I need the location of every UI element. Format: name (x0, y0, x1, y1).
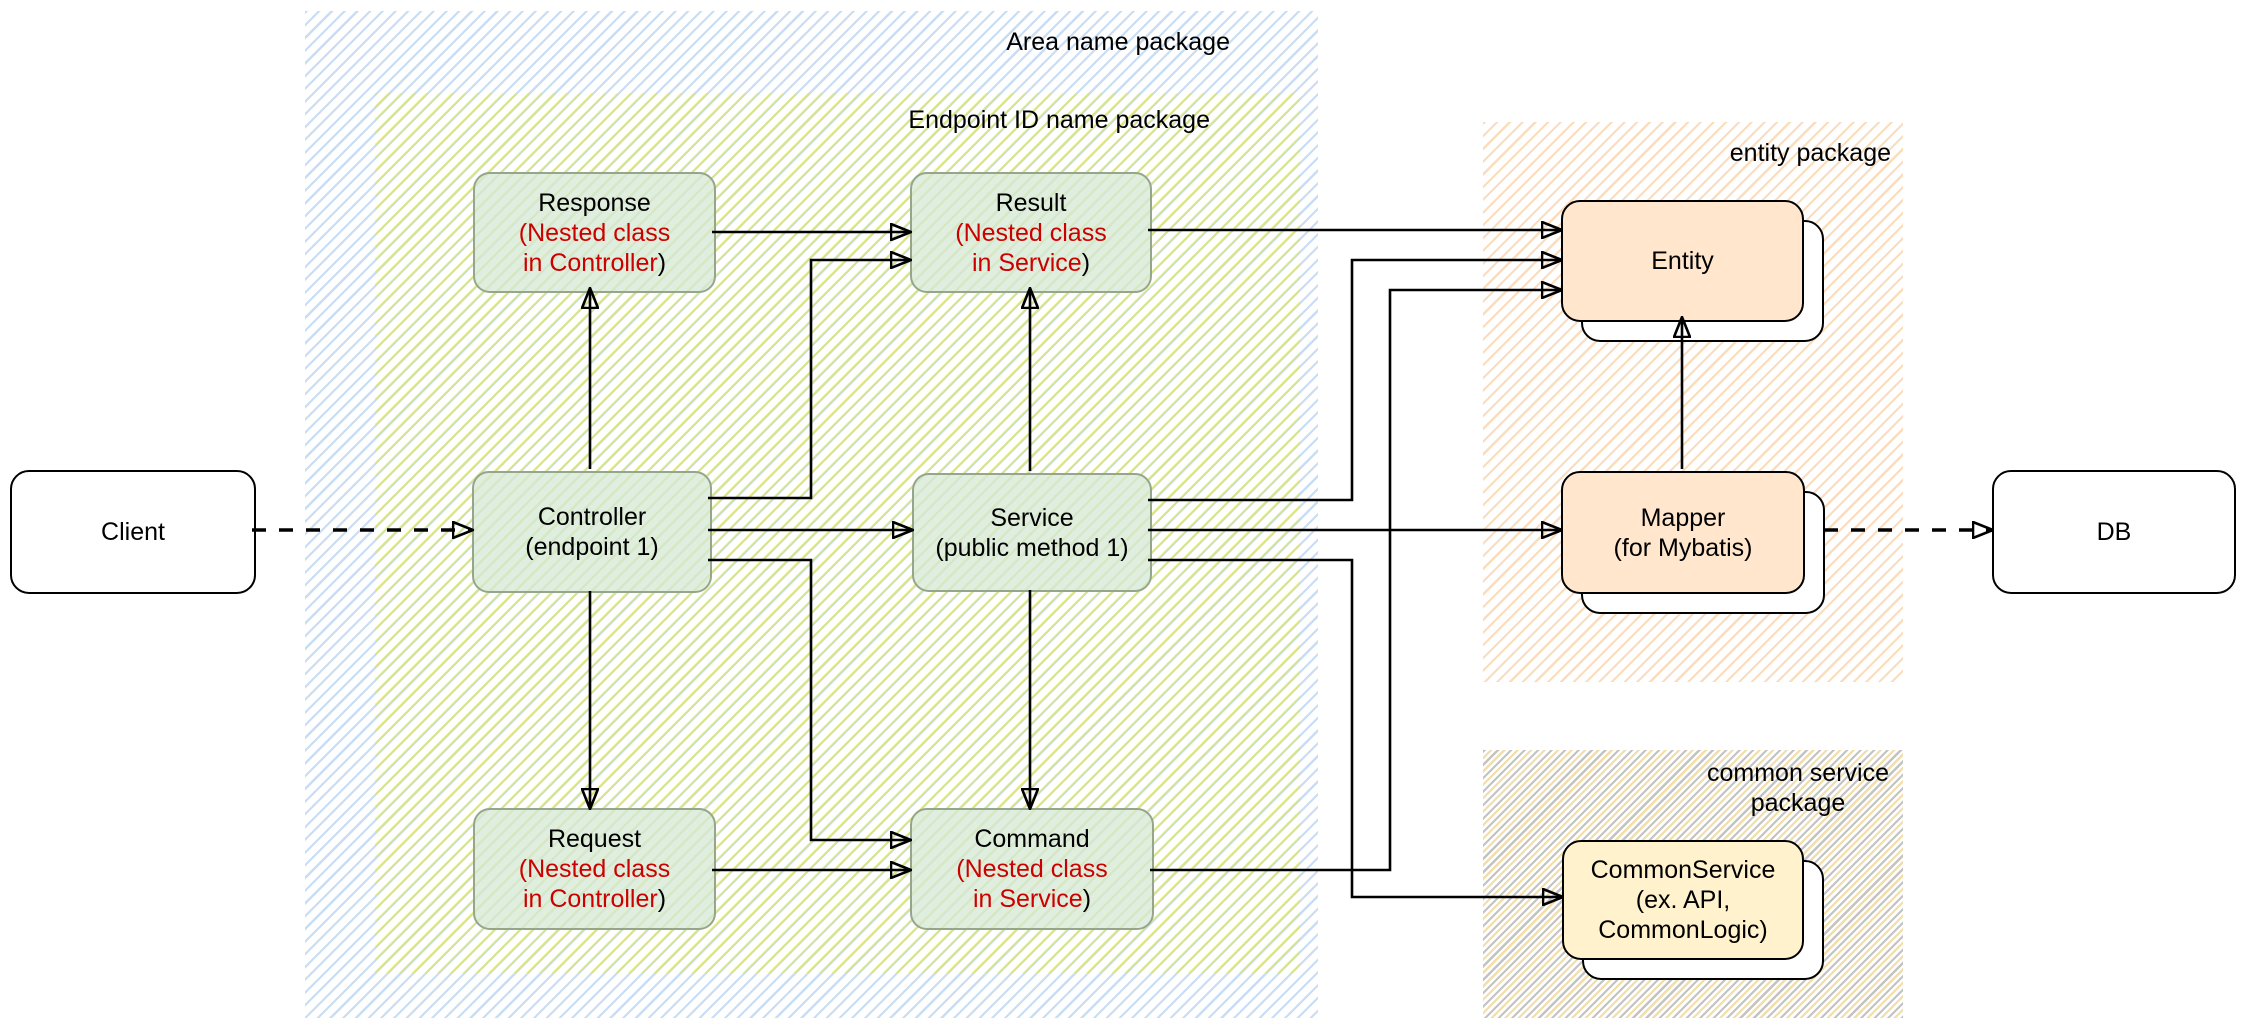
service-box-note: (public method 1) (935, 533, 1129, 562)
entity-box-label: Entity (1651, 247, 1714, 275)
client-box: Client (10, 470, 256, 594)
service-box: Service (public method 1) (912, 473, 1152, 592)
mapper-box: Mapper (for Mybatis) (1561, 471, 1805, 594)
db-box: DB (1992, 470, 2236, 594)
endpoint-id-name-package-title: Endpoint ID name package (908, 106, 1210, 134)
request-box-title: Request (547, 825, 642, 853)
area-name-package-title: Area name package (1006, 28, 1230, 56)
common-service-box-title: CommonService (1590, 856, 1776, 884)
db-box-label: DB (2096, 518, 2132, 546)
service-box-title: Service (990, 503, 1074, 532)
entity-box: Entity (1561, 200, 1804, 322)
mapper-box-note: (for Mybatis) (1613, 533, 1753, 562)
mapper-box-title: Mapper (1640, 503, 1726, 532)
controller-box-note: (endpoint 1) (525, 533, 659, 561)
command-box-title: Command (974, 825, 1090, 853)
response-box-title: Response (538, 188, 651, 217)
common-service-box: CommonService (ex. API,CommonLogic) (1562, 840, 1804, 960)
controller-box-title: Controller (537, 503, 647, 531)
controller-box: Controller (endpoint 1) (472, 471, 712, 593)
result-box-title: Result (995, 188, 1067, 217)
client-box-label: Client (101, 518, 165, 546)
entity-package-title: entity package (1729, 139, 1891, 167)
common-service-box-note: (ex. API,CommonLogic) (1598, 886, 1768, 944)
